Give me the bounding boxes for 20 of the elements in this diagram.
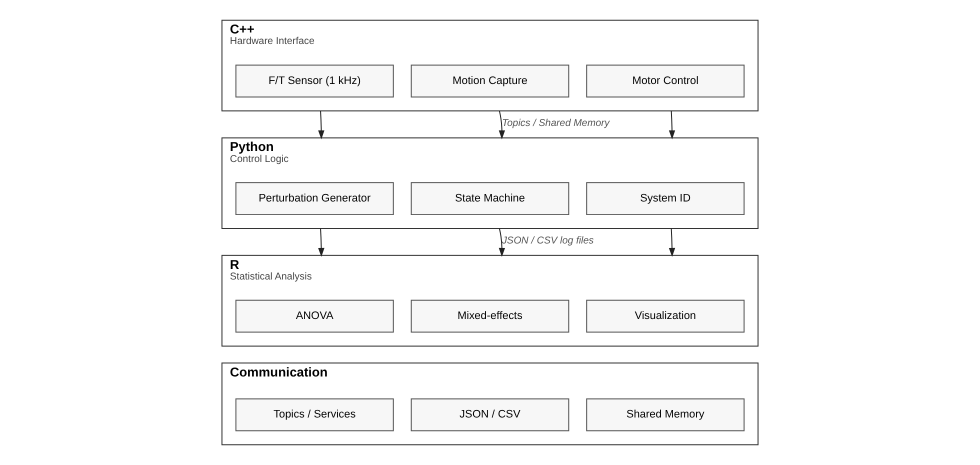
node-box: Shared Memory <box>586 398 745 432</box>
node-box: Visualization <box>586 300 745 333</box>
node-box: ANOVA <box>235 300 394 333</box>
node-box: Motor Control <box>586 64 745 98</box>
arrow <box>668 228 676 257</box>
arrow <box>668 110 676 140</box>
arrow <box>318 110 324 140</box>
node-box: F/T Sensor (1 kHz) <box>235 64 394 98</box>
edge-label: JSON / CSV log files <box>502 235 594 246</box>
node-box: System ID <box>586 182 745 216</box>
node-box: Perturbation Generator <box>235 182 394 216</box>
node-box: Mixed-effects <box>410 300 570 333</box>
edge-label: Topics / Shared Memory <box>502 118 610 129</box>
arrow <box>318 228 324 257</box>
arrow <box>498 228 506 257</box>
node-box: State Machine <box>410 182 570 216</box>
node-box: Topics / Services <box>235 398 394 432</box>
node-box: JSON / CSV <box>410 398 570 432</box>
arrow <box>498 110 506 140</box>
node-box: Motion Capture <box>410 64 570 98</box>
